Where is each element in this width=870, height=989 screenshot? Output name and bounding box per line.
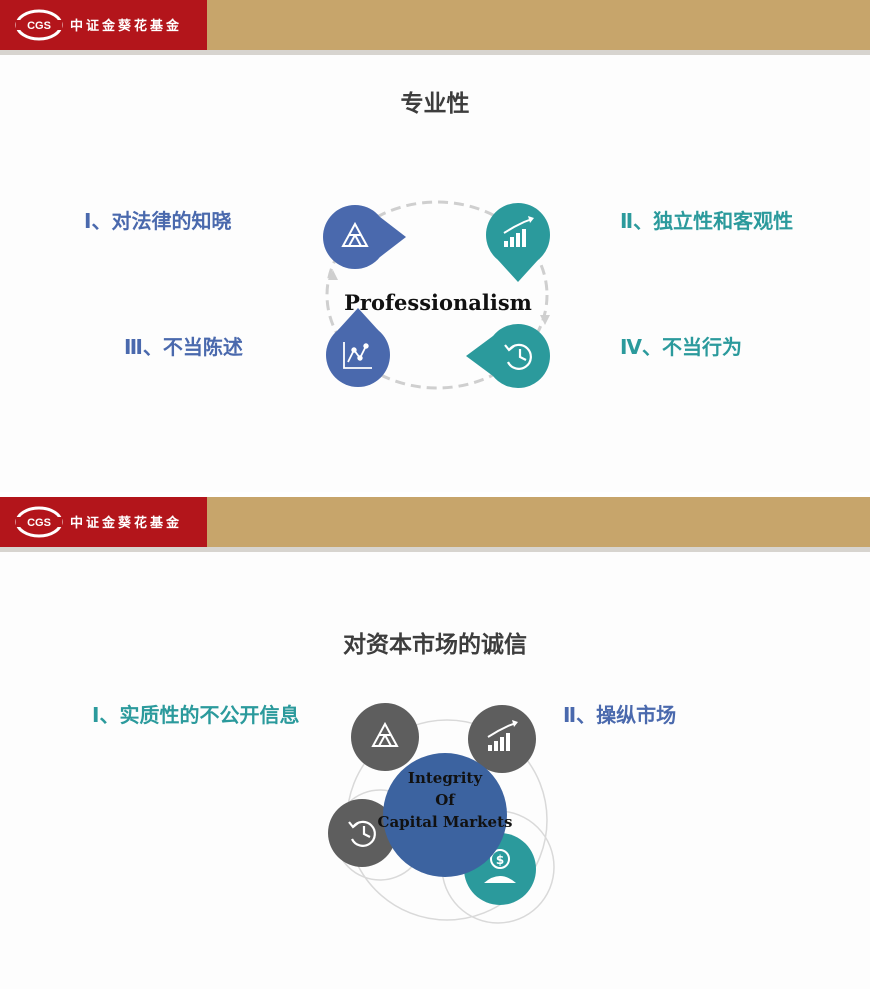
header-divider (0, 50, 870, 55)
item-label-1: Ⅰ、实质性的不公开信息 (92, 703, 300, 727)
center-circle (383, 753, 507, 877)
item-label-1: Ⅰ、对法律的知晓 (84, 209, 232, 233)
header-divider (0, 547, 870, 552)
drop-3 (326, 308, 390, 387)
satellite-bar-chart (468, 705, 536, 773)
drop-4 (466, 324, 550, 388)
satellite-triangle (351, 703, 419, 771)
drop-2 (486, 203, 550, 282)
satellite-history (328, 799, 396, 867)
center-label: Integrity Of Capital Markets (375, 767, 515, 833)
triangle-icon (341, 221, 369, 247)
bar-chart-icon (487, 720, 518, 751)
center-line-3: Capital Markets (377, 813, 513, 831)
bar-chart-icon (503, 216, 534, 247)
center-label: Professionalism (344, 290, 532, 315)
cycle-arrow-right (540, 315, 550, 325)
svg-text:$: $ (496, 853, 504, 867)
money-user-icon: $ (484, 849, 516, 883)
brand-name: 中证金葵花基金 (70, 19, 183, 34)
cycle-arrow-left (328, 270, 338, 280)
center-line-2: Of (435, 791, 455, 809)
professionalism-cycle-diagram (323, 200, 550, 390)
slide-header: CGS 中证金葵花基金 (0, 0, 870, 52)
cgs-logo-icon: CGS (15, 506, 63, 538)
item-label-2: Ⅱ、独立性和客观性 (620, 209, 794, 233)
item-label-2: Ⅱ、操纵市场 (563, 703, 677, 727)
slide-professionalism: CGS 中证金葵花基金 专业性 Ⅰ、对法律的知晓 Ⅱ、独立性和客观性 Ⅲ、不当陈… (0, 0, 870, 492)
svg-text:CGS: CGS (27, 20, 51, 32)
history-clock-icon (504, 343, 532, 370)
brand-bar: CGS 中证金葵花基金 (0, 0, 207, 50)
svg-text:CGS: CGS (27, 517, 51, 529)
item-label-4: Ⅳ、不当行为 (620, 335, 742, 359)
item-label-3: Ⅲ、不当陈述 (124, 335, 243, 359)
drop-1 (323, 205, 406, 269)
triangle-icon (371, 721, 399, 747)
brand-name: 中证金葵花基金 (70, 516, 183, 531)
brand-bar: CGS 中证金葵花基金 (0, 497, 207, 547)
slide-title: 对资本市场的诚信 (343, 632, 527, 658)
scatter-chart-icon (343, 342, 372, 369)
slide-title: 专业性 (400, 91, 470, 117)
cgs-logo-icon: CGS (15, 9, 63, 41)
center-line-1: Integrity (407, 769, 483, 787)
integrity-diagram: $ (328, 703, 555, 924)
cycle-ring (325, 200, 549, 390)
slide-integrity: CGS 中证金葵花基金 对资本市场的诚信 Ⅰ、实质性的不公开信息 Ⅱ、操纵市场 (0, 492, 870, 989)
slide-header: CGS 中证金葵花基金 (0, 497, 870, 549)
history-clock-icon (348, 820, 376, 847)
